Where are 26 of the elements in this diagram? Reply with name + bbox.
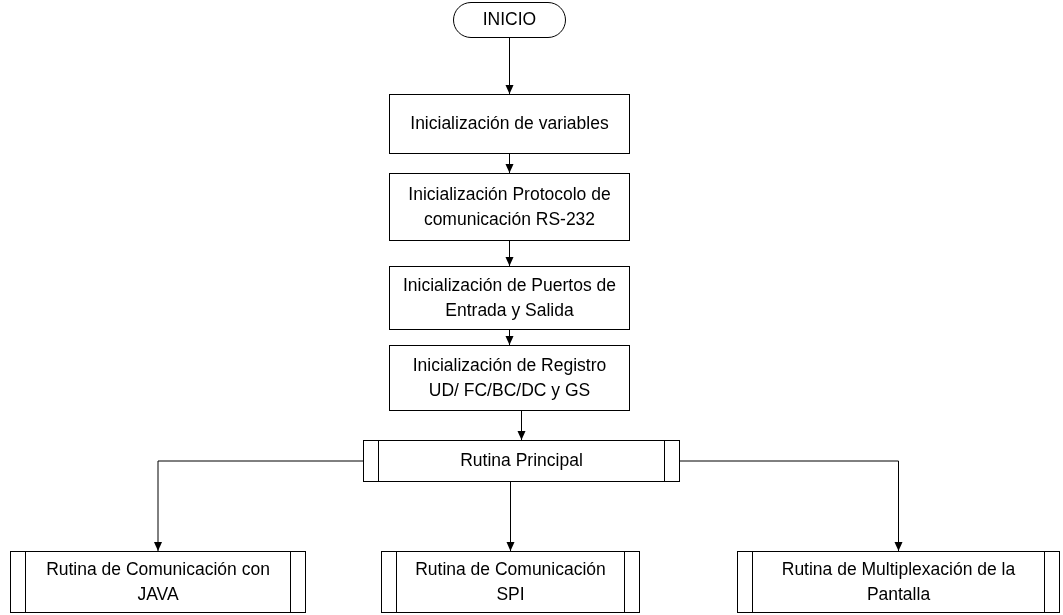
arrow bbox=[505, 153, 514, 174]
node-label: Inicialización de Registro UD/ FC/BC/DC y GS bbox=[411, 353, 608, 402]
arrow bbox=[505, 37, 514, 95]
subroutine-box bbox=[363, 440, 680, 482]
node-label: Rutina de Comunicación SPI bbox=[414, 557, 607, 606]
node-label: Rutina de Multiplexación de la Pantalla bbox=[780, 557, 1017, 606]
node-label: Rutina de Comunicación con JAVA bbox=[45, 557, 271, 606]
arrow bbox=[505, 240, 514, 267]
arrow bbox=[506, 481, 515, 552]
node-label: Inicialización de variables bbox=[410, 112, 609, 136]
arrow bbox=[517, 410, 526, 441]
process-box bbox=[389, 266, 630, 330]
subroutine-box bbox=[10, 551, 306, 613]
process-box bbox=[389, 345, 630, 411]
node-label: INICIO bbox=[482, 8, 537, 32]
arrow bbox=[679, 460, 903, 552]
node-label: Inicialización de Puertos de Entrada y Salida bbox=[401, 273, 617, 322]
subroutine-box bbox=[737, 551, 1060, 613]
node-label: Rutina Principal bbox=[460, 449, 583, 473]
process-box bbox=[389, 94, 630, 154]
arrow bbox=[505, 329, 514, 346]
process-box bbox=[389, 173, 630, 241]
terminator bbox=[453, 2, 566, 38]
arrow bbox=[154, 460, 364, 552]
subroutine-box bbox=[381, 551, 640, 613]
node-label: Inicialización Protocolo de comunicación RS-232 bbox=[407, 182, 612, 231]
